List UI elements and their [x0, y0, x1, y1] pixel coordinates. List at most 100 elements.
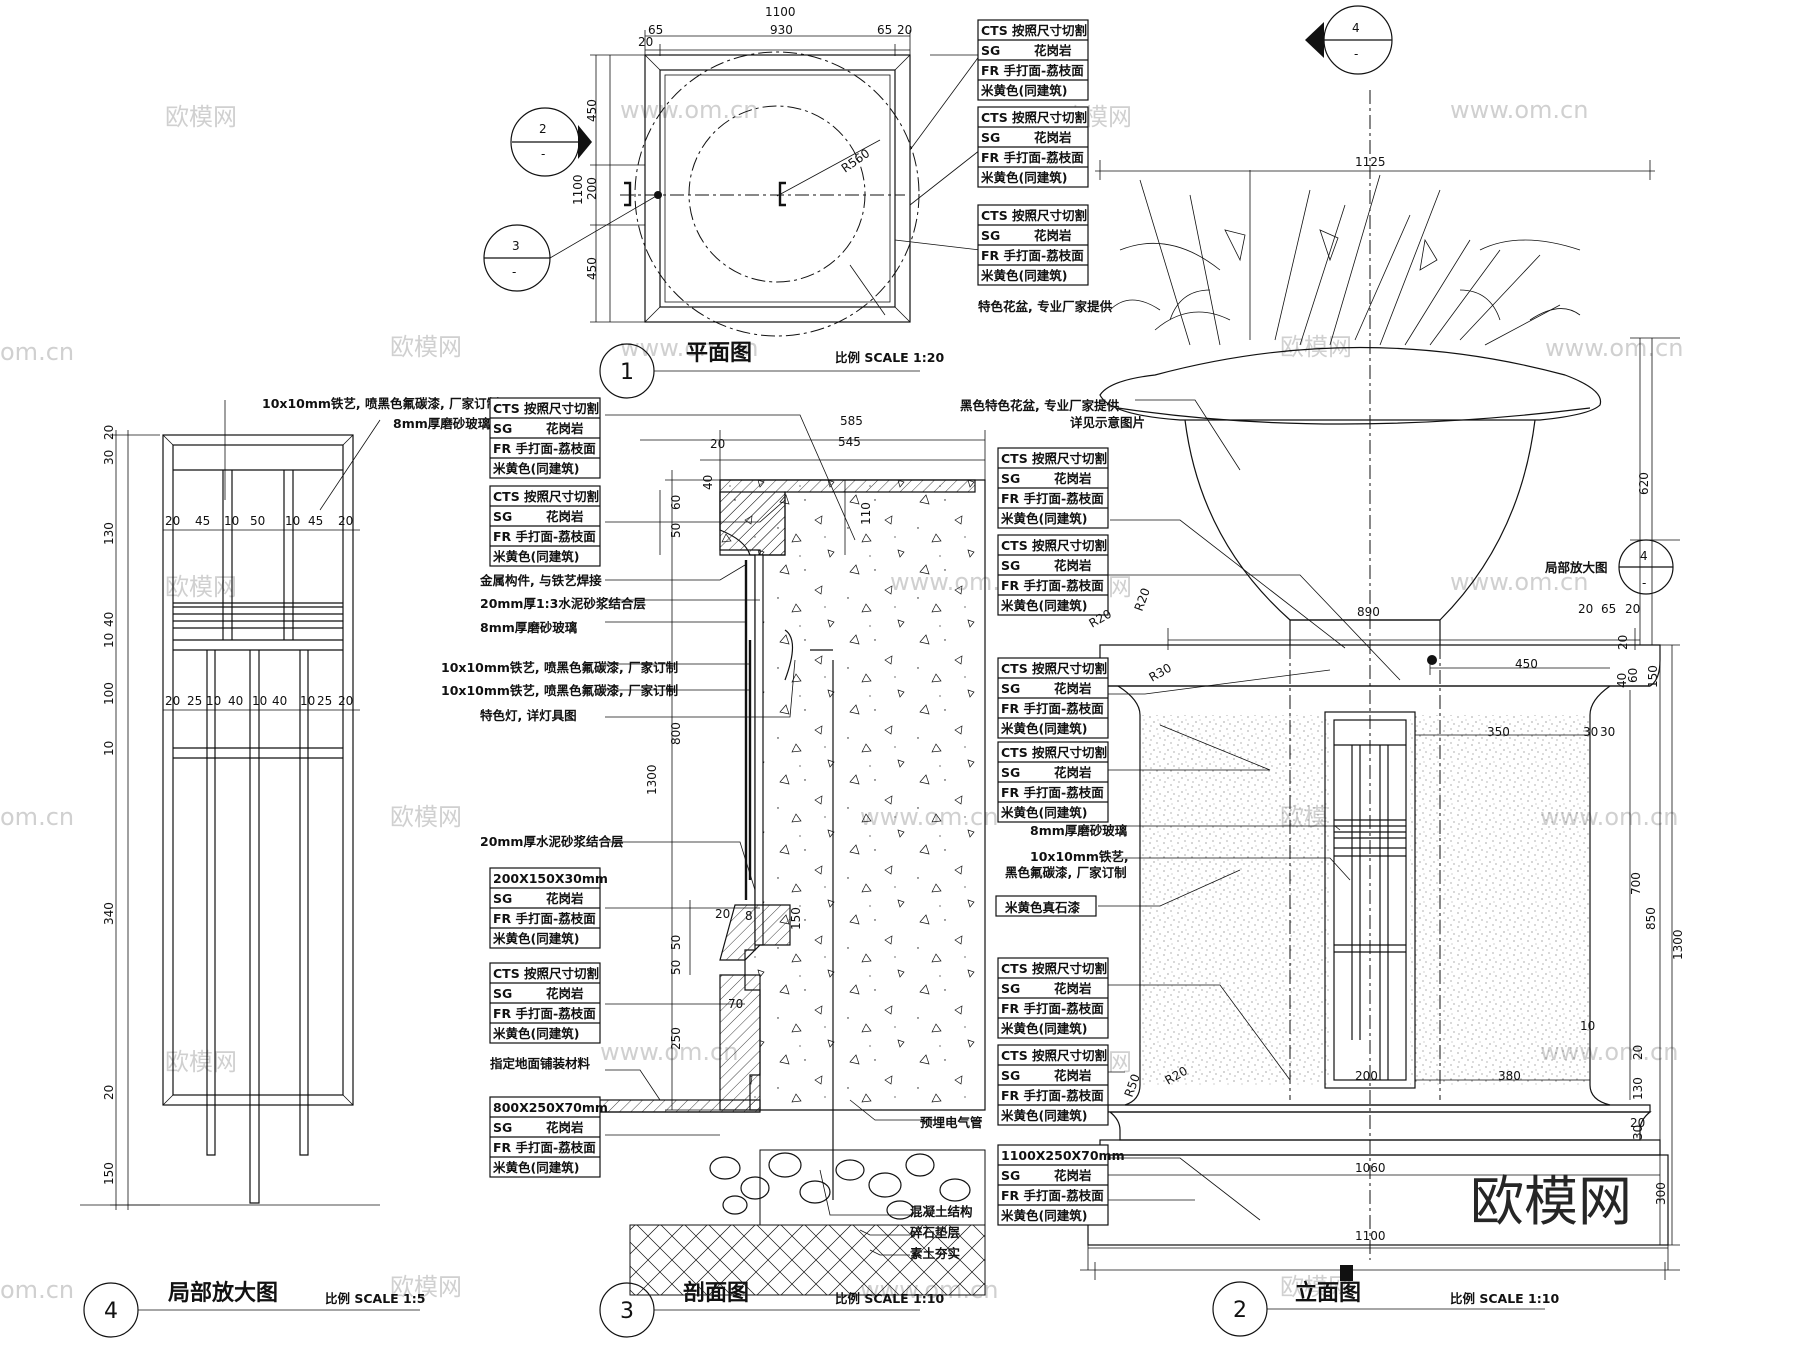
section-note: 金属构件, 与铁艺焊接	[479, 573, 602, 588]
tag-material: 花岗岩	[546, 1120, 584, 1135]
elevation-view	[1080, 5, 1680, 1337]
dimension-label: 10	[102, 633, 116, 648]
dimension-label: 350	[1487, 725, 1510, 739]
section-view	[599, 414, 986, 1338]
dimension-label: 1300	[1671, 929, 1685, 960]
tag-material: 花岗岩	[1054, 681, 1092, 696]
section-note: 20mm厚1:3水泥砂浆结合层	[480, 596, 646, 611]
dimension-label: 20	[1630, 1116, 1645, 1130]
tag-finish: FR 手打面-荔枝面	[981, 150, 1084, 165]
section-note: 指定地面铺装材料	[490, 1056, 591, 1071]
radius-label: R30	[1147, 661, 1174, 685]
tag-color: 米黄色(同建筑)	[492, 1160, 579, 1175]
section-number: 3	[620, 1299, 634, 1324]
elevation-pot-note: 详见示意图片	[1070, 415, 1145, 430]
dimension-label: 10	[252, 694, 267, 708]
watermark-url: www.om.cn	[620, 334, 758, 362]
dimension-label: 300	[1654, 1182, 1668, 1205]
dimension-label: 250	[669, 1027, 683, 1050]
tag-color: 米黄色(同建筑)	[980, 170, 1067, 185]
tag-cut-spec: CTS 按照尺寸切割	[493, 489, 599, 504]
elevation-iron-note: 10x10mm铁艺,	[1030, 849, 1129, 864]
dimension-label: 10	[300, 694, 315, 708]
tag-code: SG	[493, 509, 512, 524]
elevation-stucco-note: 米黄色真石漆	[1004, 900, 1081, 915]
dimension-label: 20	[1616, 635, 1630, 650]
tag-cut-spec: CTS 按照尺寸切割	[1001, 661, 1107, 676]
tag-material: 花岗岩	[546, 986, 584, 1001]
tag-material: 花岗岩	[1054, 471, 1092, 486]
section-title: 剖面图	[683, 1280, 749, 1306]
tag-cut-spec: CTS 按照尺寸切割	[493, 966, 599, 981]
elevation-title: 立面图	[1295, 1280, 1361, 1306]
dimension-label: 340	[102, 902, 116, 925]
dimension-label: 50	[250, 514, 265, 528]
tag-code: SG	[1001, 681, 1020, 696]
section-note: 8mm厚磨砂玻璃	[480, 620, 578, 635]
dimension-label: 20	[102, 425, 116, 440]
tag-code: SG	[493, 891, 512, 906]
watermark-url: om.cn	[0, 803, 74, 831]
tag-material: 花岗岩	[1054, 1068, 1092, 1083]
dimension-label: 20	[1625, 602, 1640, 616]
detail-iron-note: 10x10mm铁艺, 喷黑色氟碳漆, 厂家订制	[262, 396, 499, 411]
tag-color: 米黄色(同建筑)	[492, 931, 579, 946]
elevation-pot-note: 黑色特色花盆, 专业厂家提供	[960, 398, 1120, 413]
section-note: 混凝土结构	[910, 1204, 973, 1219]
tag-finish: FR 手打面-荔枝面	[981, 248, 1084, 263]
elevation-labels: 黑色特色花盆, 专业厂家提供详见示意图片局部放大图8mm厚磨砂玻璃10x10mm…	[960, 21, 1685, 1243]
tag-finish: FR 手打面-荔枝面	[493, 1140, 596, 1155]
dimension-label: 150	[1646, 665, 1660, 688]
dimension-label: 45	[308, 514, 323, 528]
section-note: 10x10mm铁艺, 喷黑色氟碳漆, 厂家订制	[441, 660, 678, 675]
dimension-label: 40	[102, 612, 116, 627]
dimension-label: 10	[1580, 1019, 1595, 1033]
dimension-label: 10	[206, 694, 221, 708]
dimension-label: 545	[838, 435, 861, 449]
dimension-label: 20	[102, 1085, 116, 1100]
plan-scale: 比例 SCALE 1:20	[835, 350, 944, 365]
dimension-label: 110	[859, 502, 873, 525]
tag-material: 花岗岩	[1054, 1168, 1092, 1183]
dimension-label: 620	[1637, 472, 1651, 495]
tag-finish: FR 手打面-荔枝面	[493, 911, 596, 926]
tag-cut-spec: CTS 按照尺寸切割	[1001, 961, 1107, 976]
tag-material: 花岗岩	[546, 509, 584, 524]
plan-pot-note: 特色花盆, 专业厂家提供	[978, 299, 1113, 314]
section-marker-number: 3	[512, 239, 520, 253]
tag-finish: FR 手打面-荔枝面	[493, 529, 596, 544]
dimension-label: 800	[669, 722, 683, 745]
dimension-label: 50	[669, 960, 683, 975]
tag-cut-spec: CTS 按照尺寸切割	[981, 208, 1087, 223]
dimension-label: 60	[669, 495, 683, 510]
stucco-tag-box	[995, 895, 1097, 917]
dimension-label: 25	[317, 694, 332, 708]
tag-cut-spec: 200X150X30mm	[493, 871, 608, 886]
dimension-label: 50	[669, 523, 683, 538]
plan-number: 1	[620, 360, 634, 385]
dimension-label: 10	[102, 741, 116, 756]
tag-code: SG	[1001, 471, 1020, 486]
watermark-url: om.cn	[0, 338, 74, 366]
tag-cut-spec: 800X250X70mm	[493, 1100, 608, 1115]
dimension-label: 20	[638, 35, 653, 49]
elevation-number: 2	[1233, 1298, 1247, 1323]
tag-material: 花岗岩	[546, 421, 584, 436]
tag-material: 花岗岩	[1054, 558, 1092, 573]
watermark-url: www.om.cn	[600, 1038, 738, 1066]
section-marker-number: 4	[1352, 21, 1360, 35]
dimension-label: 100	[102, 682, 116, 705]
dimension-label: 20	[338, 694, 353, 708]
tag-color: 米黄色(同建筑)	[1000, 598, 1087, 613]
dimension-label: 130	[102, 522, 116, 545]
dimension-label: 1125	[1355, 155, 1386, 169]
